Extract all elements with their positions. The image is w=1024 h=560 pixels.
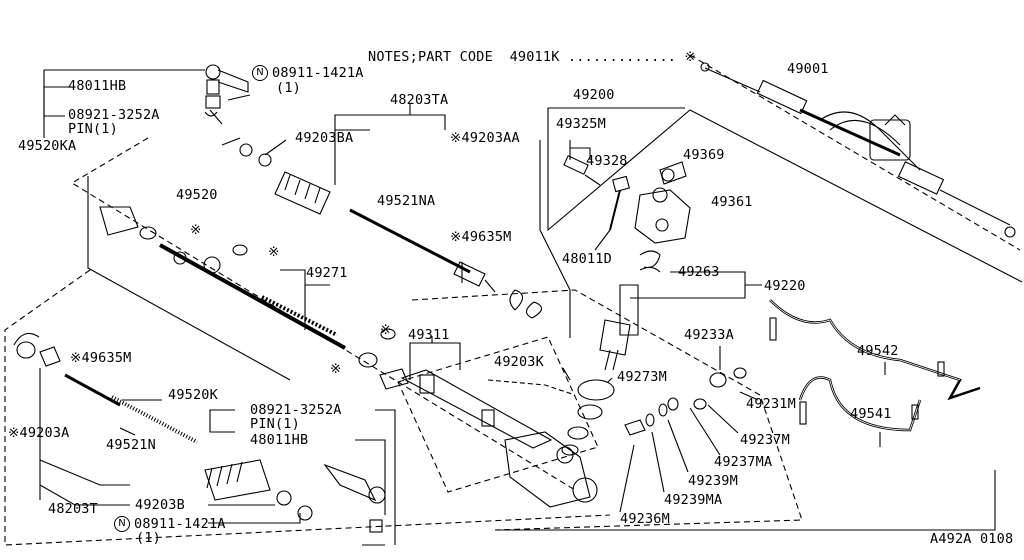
label-49271: 49271 [306, 265, 348, 281]
label-49001: 49001 [787, 61, 829, 77]
label-48011HB-top: 48011HB [68, 78, 127, 94]
label-49203AA: ※49203AA [450, 130, 520, 146]
mark-4: ※ [330, 361, 342, 377]
label-49311: 49311 [408, 327, 450, 343]
label-08911-top-qty: (1) [276, 80, 301, 96]
label-49325M: 49325M [556, 116, 606, 132]
notes-divider [689, 54, 1021, 251]
label-49203K: 49203K [494, 354, 544, 370]
steering-gear-assembly [700, 62, 1016, 238]
pinion-shaft [599, 250, 661, 371]
dashed-subassembly-upper [70, 137, 576, 491]
dashed-subassembly-right [411, 289, 803, 531]
label-08911-top: 08911-1421A [272, 65, 364, 81]
label-49239M: 49239M [688, 473, 738, 489]
seals-right [561, 367, 747, 456]
bellows-49520 [99, 206, 409, 390]
hydraulic-lines [769, 299, 981, 432]
label-49273M: 49273M [617, 369, 667, 385]
clip-49635M [509, 289, 524, 311]
mark-2: ※ [268, 244, 280, 260]
label-49237M: 49237M [740, 432, 790, 448]
mark-3: ※ [380, 322, 392, 338]
label-49328: 49328 [586, 153, 628, 169]
label-08911-bot-qty: (1) [136, 530, 161, 546]
label-49520KA: 49520KA [18, 138, 77, 154]
label-49233A: 49233A [684, 327, 734, 343]
label-08921-top: 08921-3252A [68, 107, 160, 123]
label-49635M-a: ※49635M [450, 229, 512, 245]
label-48203TA: 48203TA [390, 92, 449, 108]
label-49203B: 49203B [135, 497, 185, 513]
label-48203T: 48203T [48, 501, 98, 517]
label-49236M: 49236M [620, 511, 670, 527]
nut-symbol-top: N [252, 65, 268, 81]
label-pin-bot: PIN(1) [250, 416, 300, 432]
label-49369: 49369 [683, 147, 725, 163]
label-08911-bot: 08911-1421A [134, 516, 226, 532]
label-48011HB-bot: 48011HB [250, 432, 309, 448]
tie-rod-end-top [204, 64, 249, 125]
footer-code: A492A 0108 [930, 531, 1014, 547]
label-49542: 49542 [857, 343, 899, 359]
label-49231M: 49231M [746, 396, 796, 412]
label-49521N: 49521N [106, 437, 156, 453]
leader-48203TA [334, 114, 410, 185]
label-49200: 49200 [573, 87, 615, 103]
label-49263: 49263 [678, 264, 720, 280]
gear-housing [397, 336, 599, 508]
nut-symbol-bottom: N [114, 516, 130, 532]
label-49203BA: 49203BA [295, 130, 354, 146]
dashed-subassembly-lower [4, 269, 611, 546]
label-48011D: 48011D [562, 251, 612, 267]
label-49237MA: 49237MA [714, 454, 773, 470]
label-49521NA: 49521NA [377, 193, 436, 209]
clip-49203AA [525, 301, 543, 319]
label-49239MA: 49239MA [664, 492, 723, 508]
label-49203A: ※49203A [8, 425, 70, 441]
boot-upper [239, 143, 331, 215]
lower-left-parts [13, 332, 386, 533]
label-49520K: 49520K [168, 387, 218, 403]
label-08921-bot: 08921-3252A [250, 402, 342, 418]
assembly-frame [547, 108, 1023, 283]
label-pin-top: PIN(1) [68, 121, 118, 137]
label-49361: 49361 [711, 194, 753, 210]
valve-body [634, 161, 691, 244]
mark-1: ※ [190, 222, 202, 238]
label-49520: 49520 [176, 187, 218, 203]
inner-tie-rod-upper [349, 208, 496, 293]
notes-text: NOTES;PART CODE 49011K ............. ※ [368, 49, 696, 65]
label-49220: 49220 [764, 278, 806, 294]
label-49635M-b: ※49635M [70, 350, 132, 366]
label-49541: 49541 [850, 406, 892, 422]
bolt-48011D [563, 155, 630, 251]
